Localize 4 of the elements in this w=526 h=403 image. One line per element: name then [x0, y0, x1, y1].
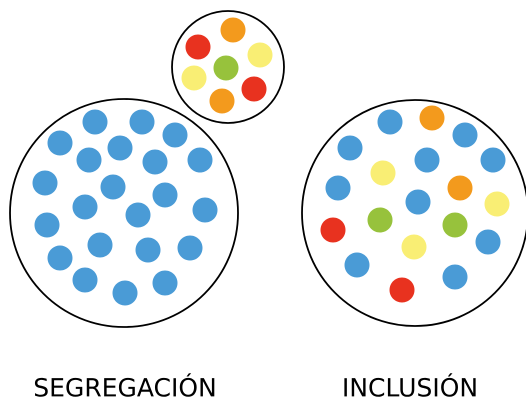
caption-label: SEGREGACIÓN	[34, 373, 214, 397]
group-circle	[171, 10, 285, 124]
group-circle	[9, 98, 239, 328]
caption-label: INCLUSIÓN	[344, 373, 476, 397]
